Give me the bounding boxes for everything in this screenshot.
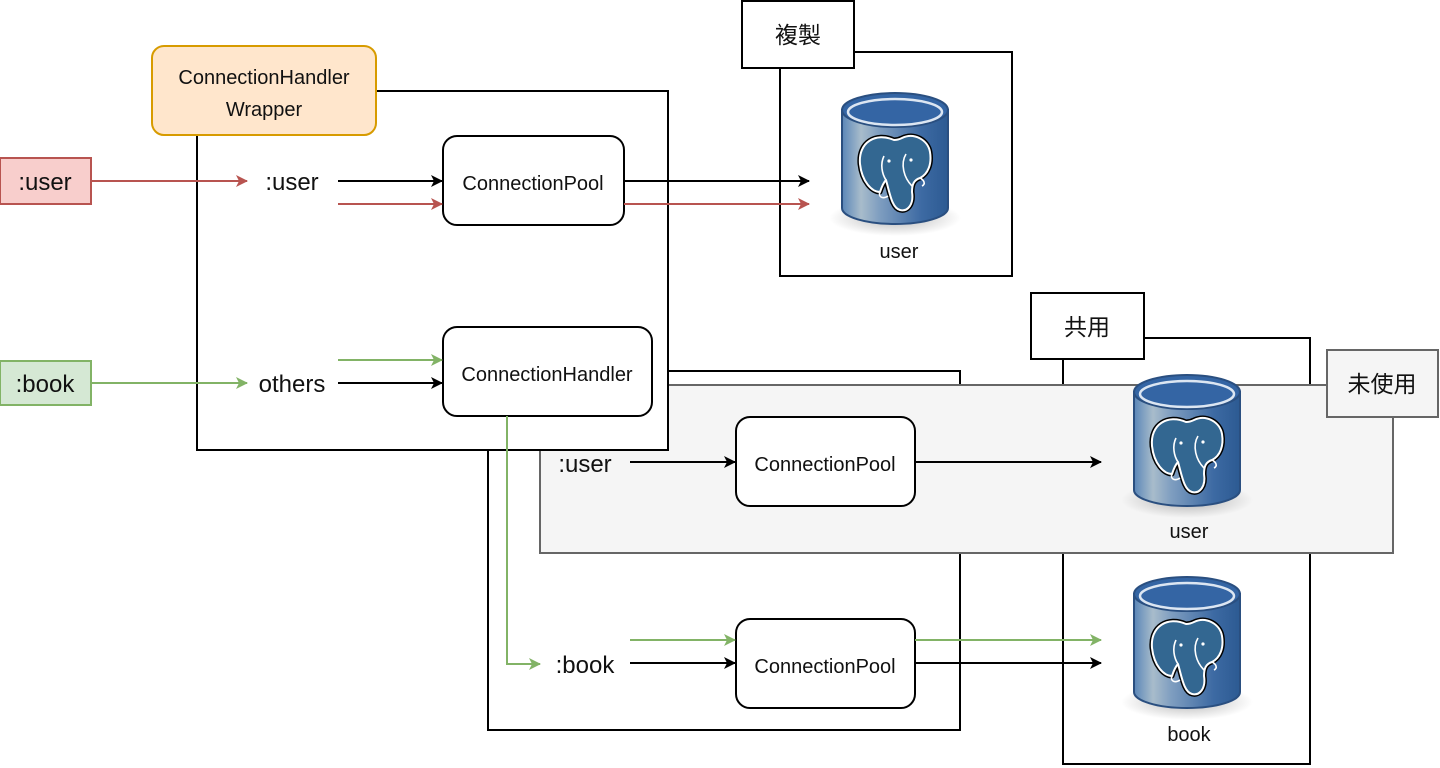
handler-route-book: :book	[556, 652, 616, 679]
wrapper-title-line2: Wrapper	[226, 99, 303, 121]
wrapper-route-others: others	[259, 371, 326, 398]
user-input-label: :user	[18, 169, 71, 196]
shared-user-db-icon	[1121, 375, 1253, 518]
unused-overlay	[539, 384, 1394, 554]
book-input-label: :book	[16, 371, 76, 398]
handler-book-connection-pool-label: ConnectionPool	[754, 656, 895, 678]
wrapper-title-line1: ConnectionHandler	[178, 67, 350, 89]
shared-group-label-box	[1030, 292, 1145, 360]
replica-group-label: 複製	[775, 23, 821, 49]
shared-group-label: 共用	[1064, 315, 1110, 341]
shared-book-db-label: book	[1167, 724, 1211, 746]
handler-user-connection-pool-label: ConnectionPool	[754, 454, 895, 476]
wrapper-title-box	[151, 45, 377, 136]
handler-route-user: :user	[558, 451, 611, 478]
shared-book-db-icon	[1121, 577, 1253, 720]
edge-handler-to-book-route	[506, 416, 541, 670]
wrapper-route-user: :user	[265, 169, 318, 196]
replica-group-label-box	[741, 0, 855, 69]
wrapper-connection-pool-label: ConnectionPool	[462, 173, 603, 195]
wrapper-connection-handler-label: ConnectionHandler	[461, 364, 633, 386]
unused-label-box	[1326, 349, 1439, 418]
replica-user-db-label: user	[880, 241, 919, 263]
wrapper-connection-handler	[442, 326, 653, 417]
replica-user-db-icon	[829, 93, 961, 236]
shared-user-db-label: user	[1170, 521, 1209, 543]
book-input-box	[0, 360, 92, 406]
unused-label: 未使用	[1348, 372, 1417, 398]
